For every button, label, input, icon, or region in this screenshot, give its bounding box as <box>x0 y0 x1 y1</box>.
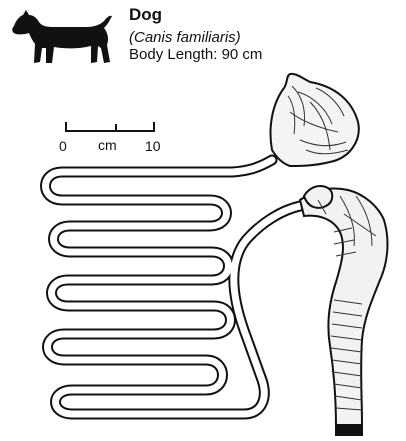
large-intestine <box>300 186 387 436</box>
scale-start-label: 0 <box>59 138 67 154</box>
rectum-end <box>335 424 363 436</box>
scale-bar <box>66 122 154 132</box>
stomach <box>271 74 359 166</box>
scale-bar-line <box>66 122 154 132</box>
small-intestine <box>46 160 301 414</box>
scale-end-label: 10 <box>145 138 161 154</box>
scale-unit-label: cm <box>98 137 117 153</box>
